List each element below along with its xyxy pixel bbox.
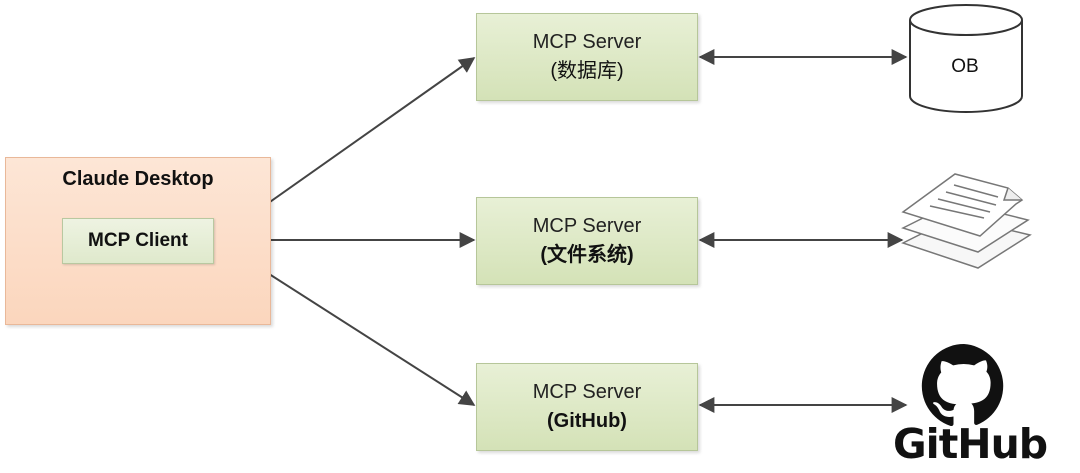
github-logo [921,344,1004,427]
documents-icon [901,173,1032,269]
mcp-server-filesystem-box: MCP Server (文件系统) [476,197,698,285]
github-wordmark: GitHub [893,420,1048,468]
mcp-client-box: MCP Client [62,218,214,264]
server-title: MCP Server [532,381,642,403]
mcp-server-database-box: MCP Server (数据库) [476,13,698,101]
claude-desktop-title: Claude Desktop [62,168,214,190]
database-icon [909,4,1023,113]
mcp-server-github-box: MCP Server (GitHub) [476,363,698,451]
server-title: MCP Server [532,215,642,237]
server-subtitle: (GitHub) [547,410,627,432]
server-subtitle: (数据库) [550,60,624,82]
database-label: OB [951,56,979,77]
server-title: MCP Server [532,31,642,53]
server-subtitle: (文件系统) [540,244,634,266]
